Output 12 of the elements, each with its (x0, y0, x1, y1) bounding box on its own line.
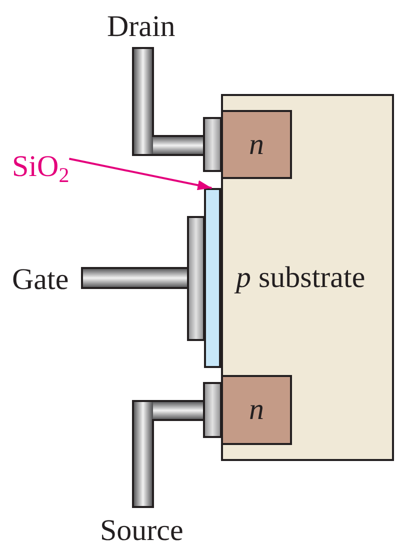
n-region (221, 110, 292, 179)
n-region (221, 375, 292, 445)
oxide-layer (204, 188, 221, 368)
region-label: n (249, 395, 264, 425)
terminal-label: Source (100, 516, 184, 546)
callout-label: SiO$_{2}$ (12, 152, 70, 186)
region-label: n (249, 130, 264, 160)
terminal-label: Drain (107, 12, 176, 42)
leader-arrow (68, 158, 212, 190)
terminal-label: Gate (12, 265, 69, 295)
p-substrate (221, 94, 394, 461)
region-label: p substrate (236, 263, 366, 293)
